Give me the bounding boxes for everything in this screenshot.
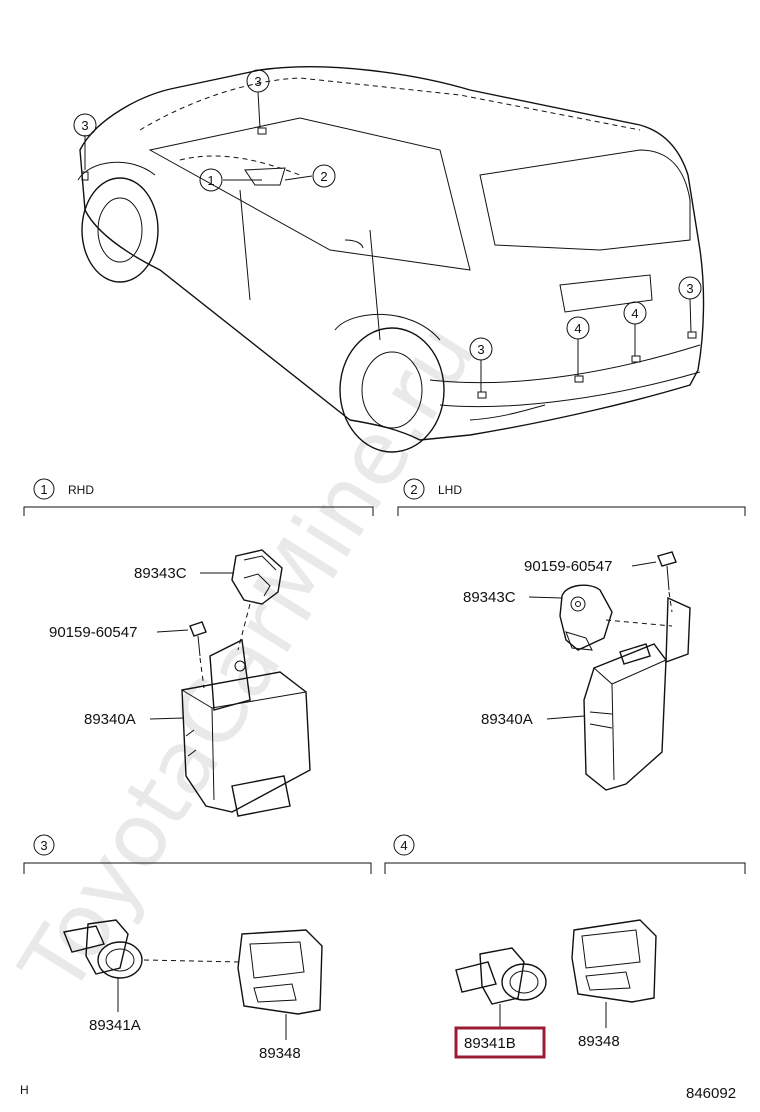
svg-text:89343C: 89343C [463,589,516,606]
svg-text:1: 1 [207,173,214,188]
svg-text:3: 3 [254,74,261,89]
s3-sensor-drawing [63,919,243,1012]
highlight-box [454,1026,546,1059]
s1-sensor-drawing [231,549,283,651]
svg-text:3: 3 [477,342,484,357]
svg-text:89341A: 89341A [89,1017,141,1034]
s2-bolt-label: 90159-60547 [524,558,657,575]
callout-3-rear-right: 3 [678,276,702,300]
svg-text:RHD: RHD [68,483,94,497]
svg-text:89340A: 89340A [481,711,533,728]
watermark: ToyotaCarMine.ru [0,305,495,1012]
svg-text:4: 4 [631,306,638,321]
callout-1-overview: 1 [199,168,223,192]
s1-bolt-label: 90159-60547 [49,624,189,641]
svg-text:89340A: 89340A [84,711,136,728]
svg-text:4: 4 [574,321,581,336]
s4-retainer-label: 89348 [578,1033,620,1050]
vehicle-illustration [77,66,705,453]
s3-sensor-label: 89341A [89,1017,141,1034]
s4-sensor-label-highlighted[interactable]: 89341B [454,1026,546,1059]
s4-retainer-drawing [571,919,657,1028]
s4-sensor-drawing [455,947,547,1028]
callout-3-rear-left: 3 [469,337,493,361]
rear-wheel [339,327,445,453]
svg-text:89343C: 89343C [134,565,187,582]
s1-bolt-drawing [189,621,207,689]
s2-sensor-label: 89343C [463,589,563,606]
svg-text:2: 2 [410,482,417,497]
section-3-header: 3 [23,834,372,874]
front-wheel [81,177,159,283]
illustration-number: 846092 [686,1085,736,1102]
section-1-header: 1 RHD [23,478,374,516]
s2-ecu-label: 89340A [481,711,585,728]
callout-4-rear-center-left: 4 [566,316,590,340]
callout-2-overview: 2 [312,164,336,188]
svg-text:3: 3 [686,281,693,296]
svg-text:89341B: 89341B [464,1035,516,1052]
svg-text:2: 2 [320,169,327,184]
s2-sensor-drawing [559,584,673,651]
s2-ecu-drawing [583,596,691,791]
svg-text:1: 1 [40,482,47,497]
s1-ecu-drawing [181,638,311,817]
svg-text:4: 4 [400,838,407,853]
svg-text:90159-60547: 90159-60547 [49,624,137,641]
s2-bolt-drawing [657,551,677,613]
section-4-header: 4 [384,834,746,874]
callout-3-front-upper: 3 [246,69,270,93]
section-2-header: 2 LHD [397,478,746,516]
svg-text:LHD: LHD [438,483,462,497]
s1-ecu-label: 89340A [84,711,185,728]
s1-sensor-label: 89343C [134,565,234,582]
svg-text:3: 3 [40,838,47,853]
svg-text:89348: 89348 [259,1045,301,1062]
s3-retainer-drawing [237,929,323,1040]
footer-left-code: H [20,1083,29,1097]
svg-text:3: 3 [81,118,88,133]
callout-3-front-left: 3 [73,113,97,137]
s3-retainer-label: 89348 [259,1045,301,1062]
svg-text:90159-60547: 90159-60547 [524,558,612,575]
svg-text:89348: 89348 [578,1033,620,1050]
callout-4-rear-center-right: 4 [623,301,647,325]
